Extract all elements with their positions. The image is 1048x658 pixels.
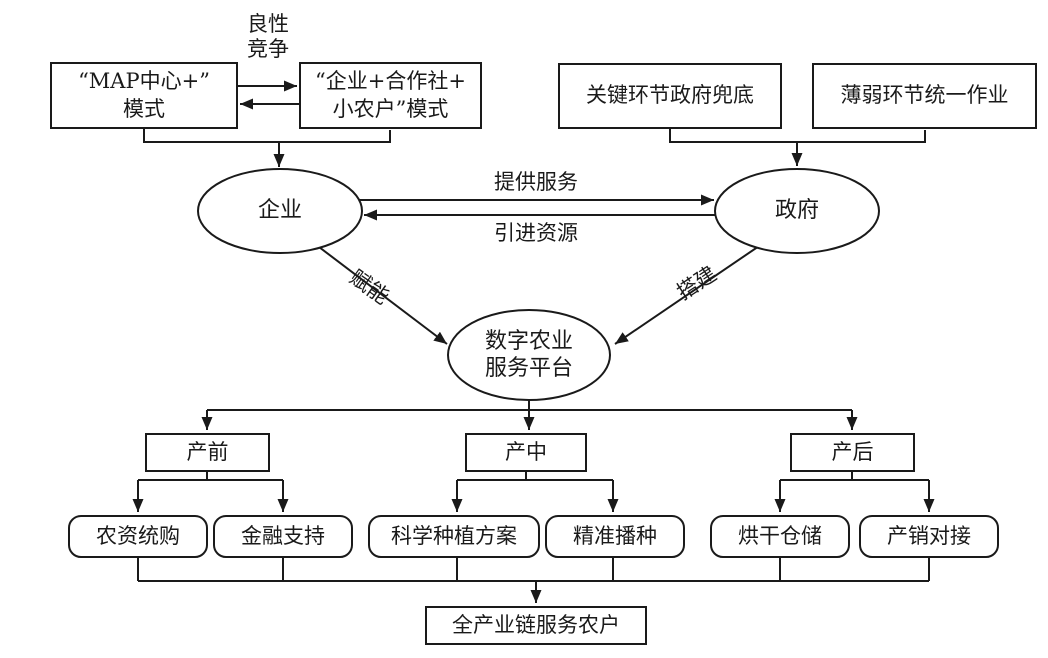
service-planting-plan-label: 科学种植方案: [391, 523, 517, 548]
service-box-finance: 金融支持: [213, 515, 353, 558]
stage-post-box: 产后: [790, 433, 915, 472]
introduce-resources-label: 引进资源: [494, 221, 578, 245]
service-box-marketing: 产销对接: [859, 515, 999, 558]
stage-mid-box: 产中: [465, 433, 587, 472]
weak-link-box: 薄弱环节统一作业: [812, 63, 1037, 129]
gov-backstop-box: 关键环节政府兜底: [558, 63, 782, 129]
stage-mid-label: 产中: [505, 439, 547, 464]
full-chain-label: 全产业链服务农户: [452, 612, 620, 637]
platform-line1: 数字农业: [484, 328, 573, 354]
coop-mode-box: “企业+合作社+ 小农户”模式: [299, 62, 482, 129]
platform-line2: 服务平台: [484, 356, 573, 381]
service-supply-label: 农资统购: [96, 523, 180, 548]
competition-line2: 竞争: [247, 37, 289, 62]
stage-post-label: 产后: [831, 439, 874, 464]
stage-pre-label: 产前: [186, 439, 229, 464]
full-chain-box: 全产业链服务农户: [425, 606, 647, 645]
gov-backstop-label: 关键环节政府兜底: [586, 83, 754, 108]
platform-ellipse: [447, 309, 611, 401]
enterprise-label: 企业: [257, 198, 302, 224]
service-box-planting-plan: 科学种植方案: [368, 515, 540, 558]
service-precision-seeding-label: 精准播种: [573, 523, 657, 548]
coop-mode-line2: 小农户”模式: [332, 96, 449, 121]
competition-line1: 良性: [247, 12, 289, 36]
stage-pre-box: 产前: [145, 433, 270, 472]
map-mode-box: “MAP中心+” 模式: [50, 62, 238, 129]
enterprise-ellipse: [197, 168, 363, 254]
platform-label: 数字农业 服务平台: [469, 326, 589, 384]
service-marketing-label: 产销对接: [887, 523, 971, 548]
service-drying-storage-label: 烘干仓储: [738, 523, 822, 548]
government-label: 政府: [774, 198, 819, 224]
map-mode-line2: 模式: [123, 96, 165, 121]
service-box-drying-storage: 烘干仓储: [710, 515, 850, 558]
weak-link-label: 薄弱环节统一作业: [840, 83, 1009, 108]
service-finance-label: 金融支持: [241, 523, 325, 548]
service-box-supply: 农资统购: [68, 515, 208, 558]
service-box-precision-seeding: 精准播种: [545, 515, 685, 558]
government-ellipse: [714, 168, 880, 254]
provide-service-label: 提供服务: [494, 170, 578, 194]
competition-label: 良性 竞争: [238, 12, 298, 62]
map-mode-line1: “MAP中心+”: [78, 68, 210, 93]
coop-mode-line1: “企业+合作社+: [315, 68, 466, 93]
